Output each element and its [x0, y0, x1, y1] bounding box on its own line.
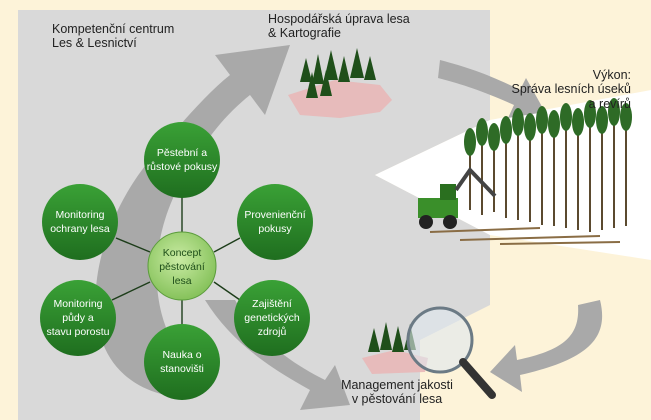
hub-node: Koncept pěstování lesa	[147, 231, 217, 301]
forest-management-line-2: & Kartografie	[268, 26, 341, 41]
node-lower-left-line-2: půdy a	[62, 312, 94, 324]
node-upper-right: Provenienční pokusy	[237, 184, 313, 260]
spoke-lower-right	[213, 281, 241, 301]
forest-management-label: Hospodářská úprava lesa & Kartografie	[268, 12, 410, 41]
node-upper-right-line-1: Provenienční	[244, 209, 305, 221]
forest-map-icon	[288, 48, 392, 118]
competence-center-title-line-2: Les & Lesnictví	[52, 36, 137, 51]
node-lower-right-line-2: genetických	[244, 312, 300, 324]
node-lower-left-line-1: Monitoring	[53, 298, 102, 310]
node-lower-right-line-3: zdrojů	[258, 326, 287, 338]
node-top-line-1: Pěstební a	[157, 147, 207, 159]
node-upper-left-line-1: Monitoring	[55, 209, 104, 221]
node-upper-left-line-2: ochrany lesa	[50, 223, 110, 235]
node-lower-left-line-3: stavu porostu	[46, 326, 109, 338]
node-lower-right-line-1: Zajištění	[252, 298, 292, 310]
performance-line-2: Správa lesních úseků	[511, 82, 631, 97]
performance-label: Výkon: Správa lesních úseků a revírů	[511, 68, 631, 111]
competence-center-title-line-1: Kompetenční centrum	[52, 22, 175, 36]
node-top: Pěstební a růstové pokusy	[144, 122, 220, 198]
node-bottom: Nauka o stanovišti	[144, 324, 220, 400]
forest-management-line-1: Hospodářská úprava lesa	[268, 12, 410, 26]
node-bottom-line-1: Nauka o	[162, 349, 201, 361]
arrow-right	[438, 60, 545, 118]
quality-management-line-2: v pěstování lesa	[351, 392, 443, 407]
competence-center-title: Kompetenční centrum Les & Lesnictví	[52, 22, 174, 51]
harvester-forest-icon	[418, 98, 632, 245]
cycle-arrow	[95, 45, 290, 395]
spoke-lower-left	[111, 281, 151, 301]
node-upper-right-line-2: pokusy	[258, 223, 292, 235]
node-lower-right: Zajištění genetických zdrojů	[234, 280, 310, 356]
spoke-upper-right	[213, 237, 241, 253]
arrow-down	[490, 300, 603, 392]
node-top-line-2: růstové pokusy	[147, 161, 218, 173]
magnifier-icon	[406, 306, 496, 399]
white-panel	[375, 90, 651, 260]
performance-heading: Výkon:	[592, 68, 631, 82]
quality-management-label: Management jakosti v pěstování lesa	[322, 378, 472, 407]
node-upper-left: Monitoring ochrany lesa	[42, 184, 118, 260]
spoke-upper-left	[115, 237, 151, 253]
hub-line-2: pěstování	[159, 261, 205, 273]
quality-management-line-1: Management jakosti	[341, 378, 453, 392]
hub-line-1: Koncept	[163, 247, 202, 259]
node-lower-left: Monitoring půdy a stavu porostu	[40, 280, 116, 356]
performance-line-3: a revírů	[588, 96, 631, 111]
node-bottom-line-2: stanovišti	[160, 363, 204, 375]
hub-line-3: lesa	[172, 275, 191, 287]
